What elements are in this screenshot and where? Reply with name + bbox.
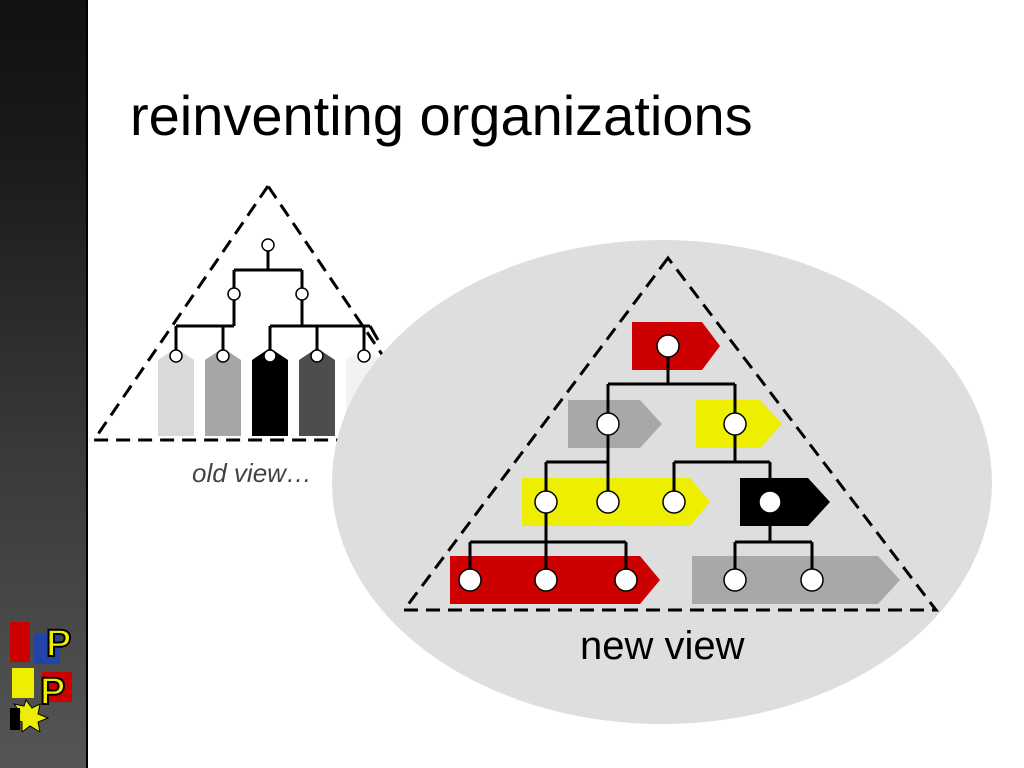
new-node-black: [758, 490, 782, 514]
new-node-red-2: [534, 568, 558, 592]
new-node-gray-2: [800, 568, 824, 592]
old-node-left: [227, 287, 241, 301]
old-node-unit-3: [263, 349, 277, 363]
new-node-top: [656, 334, 680, 358]
new-node-yellow-3: [662, 490, 686, 514]
svg-text:P: P: [40, 671, 65, 713]
new-node-red-1: [458, 568, 482, 592]
slide-title: reinventing organizations: [130, 84, 753, 147]
logo-icon: P P: [10, 622, 72, 732]
old-node-top: [261, 238, 275, 252]
new-node-yellow-2: [596, 490, 620, 514]
new-triangle: [401, 255, 940, 612]
old-unit-2: [205, 348, 241, 436]
old-node-unit-1: [169, 349, 183, 363]
new-view-caption: new view: [580, 624, 745, 668]
old-view-caption: old view…: [192, 458, 312, 488]
old-hierarchy-lines: [174, 250, 380, 356]
new-node-yellow-1: [534, 490, 558, 514]
new-view: [332, 240, 992, 724]
old-unit-4: [299, 348, 335, 436]
side-bar-edge: [86, 0, 88, 768]
new-node-gray-left: [596, 412, 620, 436]
new-node-yellow-right: [723, 412, 747, 436]
old-node-unit-2: [216, 349, 230, 363]
new-tag-black: [740, 478, 830, 526]
old-node-right: [295, 287, 309, 301]
svg-text:P: P: [46, 623, 71, 665]
new-node-red-3: [614, 568, 638, 592]
new-node-gray-1: [723, 568, 747, 592]
old-unit-3: [252, 348, 288, 436]
new-tag-gray-bottom: [692, 556, 900, 604]
old-node-unit-5: [357, 349, 371, 363]
old-unit-1: [158, 348, 194, 436]
old-node-unit-4: [310, 349, 324, 363]
